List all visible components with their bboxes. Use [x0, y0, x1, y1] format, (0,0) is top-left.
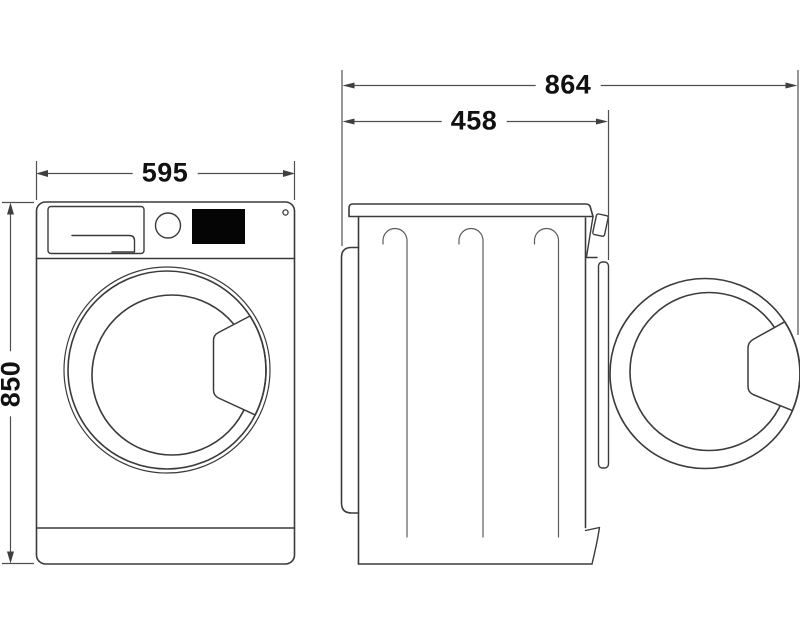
rib-hook	[533, 227, 560, 538]
dim-label-width-595: 595	[132, 158, 198, 188]
extension-line	[2, 201, 34, 565]
arrowhead-right	[283, 170, 295, 177]
arrowhead-down	[7, 551, 14, 564]
extension-line	[341, 70, 799, 335]
side-front-taper-line	[584, 215, 598, 259]
dim-label-height-850: 850	[0, 351, 26, 417]
program-knob	[154, 212, 182, 239]
detergent-drawer	[47, 205, 145, 255]
dim-label-depth-458: 458	[441, 106, 507, 136]
side-panel-ribs	[382, 227, 560, 538]
front-door-rim-outer	[63, 266, 271, 474]
front-door-rim-inner	[67, 270, 267, 470]
arrowhead-left	[342, 82, 355, 89]
detergent-drawer-handle-line	[71, 234, 136, 253]
front-view	[35, 201, 296, 565]
dim-width-595	[35, 161, 296, 200]
rib-hook	[382, 227, 408, 538]
power-button	[282, 209, 289, 216]
dimension-lines	[2, 70, 799, 565]
arrowhead-left	[36, 170, 48, 177]
arrowhead-right	[785, 82, 798, 89]
front-cabinet-outline	[35, 201, 296, 565]
arrowhead-up	[7, 202, 14, 215]
open-door-outer-ring	[609, 277, 800, 470]
rib-hook	[458, 227, 484, 538]
arrowhead-left	[342, 118, 355, 125]
display-screen	[192, 209, 245, 244]
arrowhead-right	[596, 118, 608, 125]
extension-line	[35, 161, 296, 200]
side-view	[340, 203, 800, 565]
side-front-foot	[584, 526, 601, 565]
door-hinge-strip	[597, 261, 610, 469]
side-rear-bulge	[340, 246, 360, 514]
door-latch	[592, 213, 609, 237]
side-top-lid	[348, 203, 594, 218]
dim-label-depth-864: 864	[535, 70, 601, 100]
